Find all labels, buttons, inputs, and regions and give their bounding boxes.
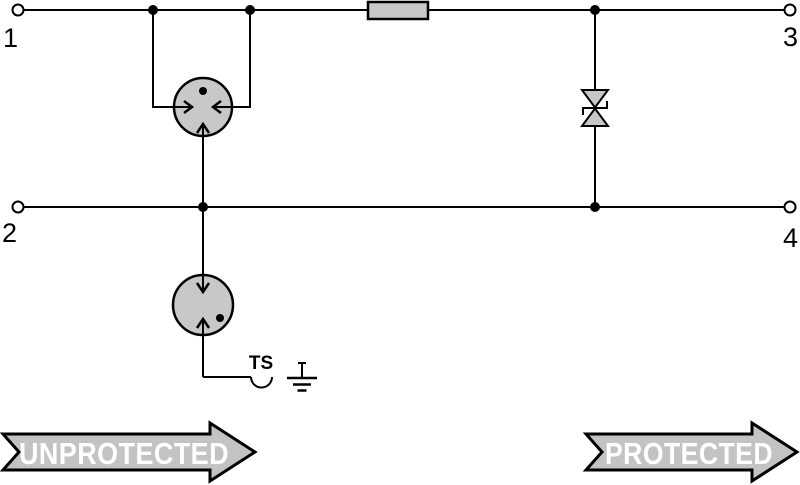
- unprotected-label: UNPROTECTED: [19, 436, 229, 471]
- terminal-2-label: 2: [2, 218, 17, 248]
- junction-dot: [148, 5, 158, 15]
- protected-banner: PROTECTED: [582, 420, 800, 484]
- gdt2-bottom-arrow-icon: [195, 316, 211, 329]
- terminal-1-circle: [11, 3, 25, 17]
- junction-dot: [198, 202, 208, 212]
- suppressor-diode-icon: [580, 10, 610, 207]
- diode-bottom-triangle: [580, 106, 610, 127]
- gas-discharge-tube-3-electrode-icon: [152, 10, 251, 207]
- junction-dot: [590, 202, 600, 212]
- terminal-3-circle: [783, 3, 797, 17]
- diode-cathode-bar: [582, 101, 608, 115]
- ts-label: TS: [249, 353, 273, 374]
- resistor-icon: [366, 0, 430, 21]
- gas-discharge-tube-2-electrode-icon: [171, 207, 235, 377]
- gdt2-top-arrow-icon: [195, 282, 211, 295]
- terminal-4-label: 4: [783, 223, 798, 253]
- unprotected-arrow-icon: [0, 420, 258, 484]
- ts-disconnect-icon: [203, 376, 273, 389]
- terminal-1-label: 1: [3, 23, 18, 53]
- terminal-2-circle: [11, 200, 25, 214]
- terminal-3-label: 3: [783, 22, 798, 52]
- protected-arrow-icon: [582, 420, 800, 484]
- earth-ground-icon: [287, 362, 317, 392]
- ts-hook: [250, 376, 273, 389]
- junction-dot: [590, 5, 600, 15]
- diode-top-triangle: [580, 89, 610, 110]
- gdt3-left-arrow-icon: [183, 100, 195, 114]
- gdt3-right-arrow-icon: [210, 100, 222, 114]
- unprotected-banner: UNPROTECTED: [0, 420, 258, 484]
- junction-dot: [245, 5, 255, 15]
- protected-label: PROTECTED: [605, 436, 773, 471]
- terminal-4-circle: [783, 200, 797, 214]
- gdt3-left-lead: [152, 10, 192, 108]
- gdt3-right-lead: [213, 10, 251, 108]
- gdt2-electrode-dot: [216, 314, 224, 322]
- gdt3-bottom-arrow-icon: [195, 121, 211, 134]
- gdt3-electrode-dot: [199, 87, 207, 95]
